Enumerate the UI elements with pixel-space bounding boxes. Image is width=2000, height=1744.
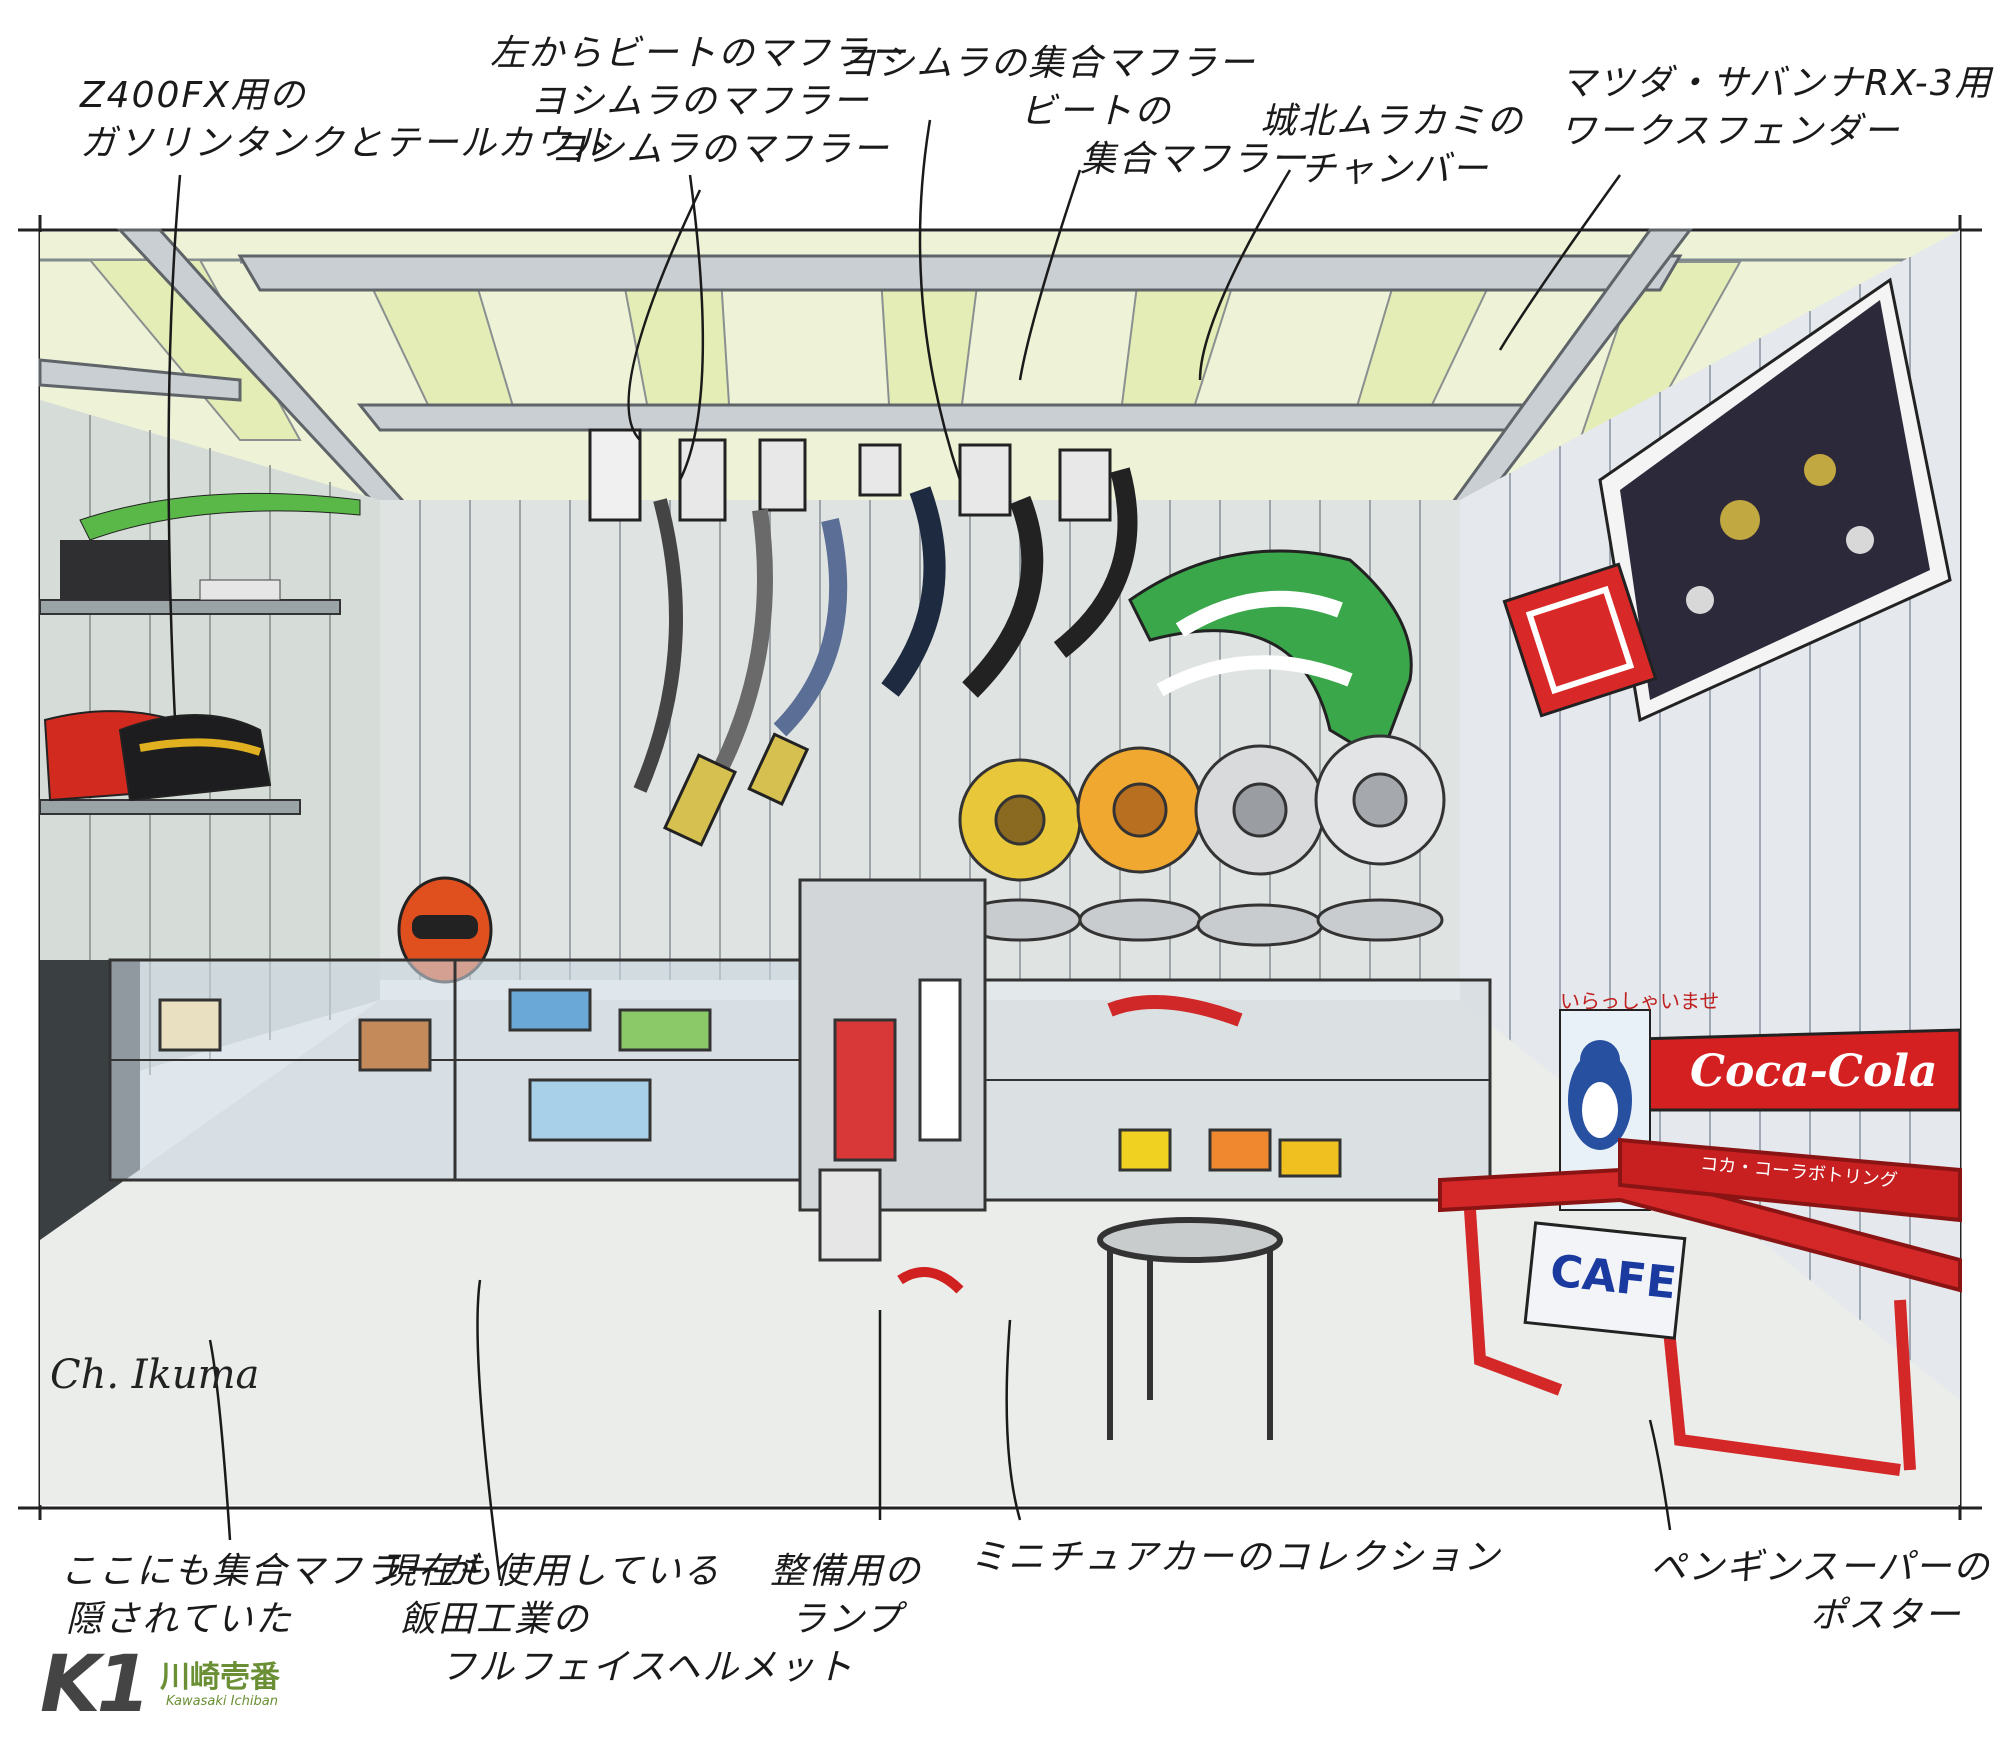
annotation-line: ポスター xyxy=(1810,1595,1963,1636)
logo-sub: Kawasaki Ichiban xyxy=(166,1694,278,1709)
annotation-line: ミニチュアカーのコレクション xyxy=(970,1537,1502,1578)
annotation-line: 飯田工業の xyxy=(400,1599,591,1640)
stool xyxy=(1097,1217,1283,1440)
annotation-line: 隠されていた xyxy=(66,1599,293,1640)
wheels xyxy=(958,734,1446,947)
annotation-line: 整備用の xyxy=(770,1551,923,1592)
welcome-label: いらっしゃいませ xyxy=(1560,989,1720,1013)
annotation-line: ヨシムラのマフラー xyxy=(550,129,891,170)
leader-lines xyxy=(167,119,1672,1581)
framed-poster xyxy=(1598,277,1952,723)
annotation-mufflers-left: 左からビートのマフラー ヨシムラのマフラー ヨシムラのマフラー xyxy=(490,30,908,174)
annotation-line: 集合マフラー xyxy=(1080,139,1309,180)
kawasaki-ichiban-logo: K1 川崎壱番 Kawasaki Ichiban xyxy=(40,1640,340,1730)
annotation-line: Z400FX用の xyxy=(80,75,307,116)
annotation-line: ここにも集合マフラーが xyxy=(60,1551,479,1592)
annotation-helmet: 現在も使用している 飯田工業の フルフェイスヘルメット xyxy=(380,1548,854,1692)
annotation-yoshimura-mufflers: ヨシムラの集合マフラー ビートの 集合マフラー xyxy=(840,40,1308,184)
annotation-line: ヨシムラの集合マフラー xyxy=(840,43,1257,84)
annotation-poster: ペンギンスーパーの ポスター xyxy=(1650,1544,1991,1640)
cocacola-label: Coca-Cola xyxy=(1690,1046,1938,1097)
tool-cabinet xyxy=(798,878,987,1262)
left-shelves xyxy=(39,540,341,815)
ceiling xyxy=(38,228,1960,532)
diamond-sign xyxy=(1502,562,1658,718)
logo-mark: K1 xyxy=(40,1640,151,1730)
annotation-line: 左からビートのマフラー xyxy=(490,33,909,74)
chamber-fender xyxy=(1128,549,1413,763)
annotation-line: フルフェイスヘルメット xyxy=(440,1647,855,1688)
annotation-minicar: ミニチュアカーのコレクション xyxy=(970,1534,1501,1582)
maintenance-lamp-cord xyxy=(897,1267,964,1294)
annotation-gas-tank: Z400FX用の ガソリンタンクとテールカウル xyxy=(80,72,611,168)
right-display-case xyxy=(983,978,1492,1202)
hanging-mufflers xyxy=(588,428,1138,847)
annotation-line: ビートの xyxy=(1020,91,1173,132)
artist-signature: Ch. Ikuma xyxy=(50,1352,260,1398)
annotation-line: チャンバー xyxy=(1300,149,1490,190)
annotation-chamber: 城北ムラカミの チャンバー xyxy=(1260,98,1524,194)
gas-tank-tail-cowl xyxy=(43,710,272,802)
annotation-line: 現在も使用している xyxy=(380,1551,721,1592)
annotation-line: ランプ xyxy=(790,1599,903,1640)
annotation-line: 城北ムラカミの xyxy=(1260,101,1525,142)
annotation-line: ヨシムラのマフラー xyxy=(530,81,871,122)
annotation-lamp: 整備用の ランプ xyxy=(770,1548,922,1644)
annotation-line: ガソリンタンクとテールカウル xyxy=(80,123,611,164)
left-display-case xyxy=(108,958,802,1182)
cafe-sign xyxy=(1523,1221,1687,1340)
annotation-line: マツダ・サバンナRX-3用 xyxy=(1560,63,1993,104)
annotation-floor-muffler: ここにも集合マフラーが 隠されていた xyxy=(60,1548,478,1644)
green-fender-left xyxy=(79,492,361,541)
logo-name: 川崎壱番 xyxy=(160,1660,280,1695)
annotation-line: ペンギンスーパーの xyxy=(1650,1547,1991,1588)
annotation-fender: マツダ・サバンナRX-3用 ワークスフェンダー xyxy=(1560,60,1993,156)
annotation-line: ワークスフェンダー xyxy=(1560,111,1901,152)
